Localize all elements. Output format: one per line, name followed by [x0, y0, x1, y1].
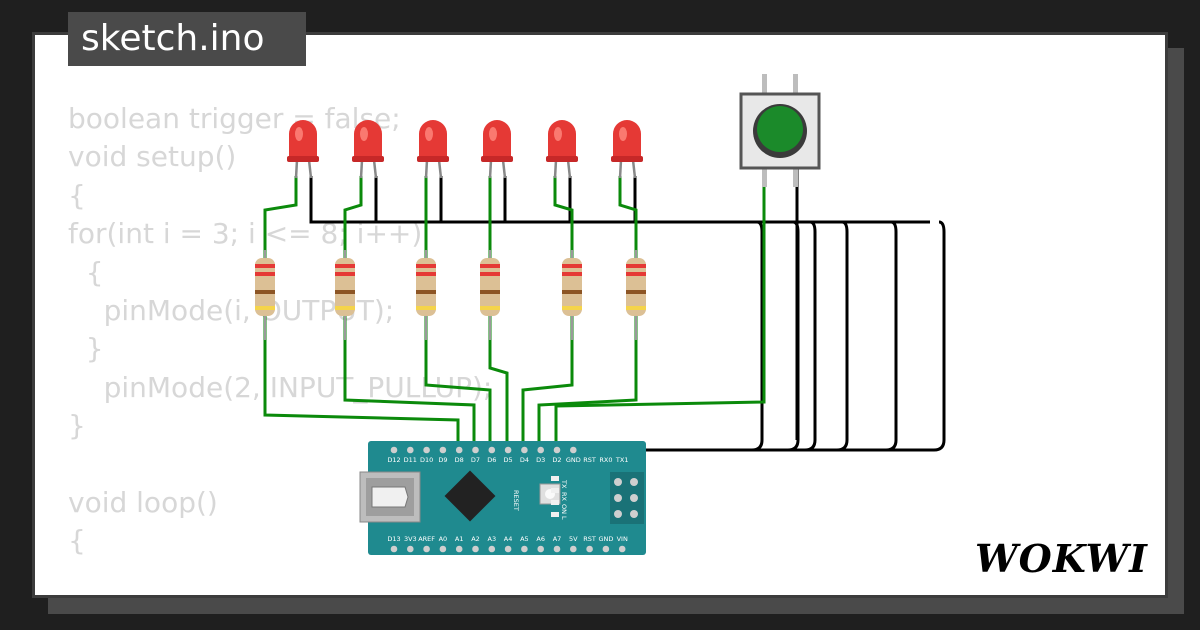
pin-dot[interactable]	[602, 545, 610, 553]
led-icon[interactable]	[287, 120, 319, 179]
pin-label: RX0	[599, 456, 612, 464]
pin-dot[interactable]	[504, 545, 512, 553]
code-line: }	[68, 332, 104, 366]
signal-wires	[263, 168, 766, 446]
pin-dot[interactable]	[553, 545, 561, 553]
pin-label: D2	[552, 456, 561, 464]
pin-label: D12	[387, 456, 400, 464]
led-icon[interactable]	[352, 120, 384, 179]
led-icon[interactable]	[481, 120, 513, 179]
pin-dot[interactable]	[488, 545, 496, 553]
pin-dot[interactable]	[472, 545, 479, 553]
pin-label: 5V	[569, 535, 578, 543]
pin-dot[interactable]	[586, 545, 593, 553]
pin-dot[interactable]	[390, 545, 398, 553]
board-led-label: L	[560, 516, 568, 520]
pin-dot[interactable]	[439, 545, 447, 553]
code-line: pinMode(2, INPUT_PULLUP);	[68, 370, 493, 404]
pin-dot[interactable]	[504, 446, 512, 454]
pin-label: A5	[520, 535, 529, 543]
pin-dot[interactable]	[521, 446, 528, 454]
pin-dot[interactable]	[472, 446, 479, 454]
pin-label: D7	[471, 456, 480, 464]
code-line: void setup()	[68, 140, 237, 174]
pin-label: D3	[536, 456, 545, 464]
pin-dot[interactable]	[455, 446, 463, 454]
sketch-title-tab: sketch.ino	[68, 12, 306, 66]
pin-label: A0	[439, 535, 448, 543]
code-line: {	[68, 178, 86, 212]
pin-label: A3	[488, 535, 497, 543]
pin-dot[interactable]	[439, 446, 447, 454]
pin-dot[interactable]	[407, 446, 414, 454]
pushbutton-icon[interactable]	[739, 74, 821, 187]
pin-label: D9	[438, 456, 447, 464]
board-led-label: ON	[560, 504, 568, 514]
code-line: {	[68, 255, 104, 289]
ground-wires	[309, 168, 946, 452]
pin-dot[interactable]	[570, 545, 577, 553]
pin-dot[interactable]	[407, 545, 414, 553]
board-led-label: RX	[560, 492, 568, 502]
pin-label: D10	[420, 456, 433, 464]
pin-label: D6	[487, 456, 496, 464]
pin-label: D4	[520, 456, 529, 464]
wokwi-logo: WOKWI	[975, 536, 1148, 581]
led-icon[interactable]	[611, 120, 643, 179]
led-icon[interactable]	[546, 120, 578, 179]
pin-label: A7	[553, 535, 562, 543]
resistor-icon[interactable]	[416, 250, 436, 340]
resistor-icon[interactable]	[562, 250, 582, 340]
resistor-icon[interactable]	[335, 250, 355, 340]
board-led-label: TX	[560, 479, 568, 489]
reset-label: RESET	[512, 490, 520, 511]
pin-label: D5	[504, 456, 513, 464]
resistor-icon[interactable]	[255, 250, 275, 340]
pin-dot[interactable]	[618, 545, 626, 553]
code-line: {	[68, 524, 86, 558]
pin-label: TX1	[615, 456, 629, 464]
code-background: boolean trigger = false;void setup(){for…	[68, 100, 492, 561]
pin-label: AREF	[418, 535, 435, 543]
pin-label: A4	[504, 535, 513, 543]
resistor-icon[interactable]	[480, 250, 500, 340]
pin-label: D8	[455, 456, 464, 464]
code-line: }	[68, 409, 86, 443]
pin-dot[interactable]	[570, 446, 577, 454]
pin-dot[interactable]	[423, 446, 430, 454]
pin-label: D13	[387, 535, 400, 543]
resistor-icon[interactable]	[626, 250, 646, 340]
pin-dot[interactable]	[537, 446, 544, 454]
pin-dot[interactable]	[390, 446, 398, 454]
pin-label: A6	[536, 535, 545, 543]
pin-dot[interactable]	[521, 545, 528, 553]
pin-label: RST	[583, 456, 596, 464]
pin-dot[interactable]	[423, 545, 430, 553]
code-line: pinMode(i, OUTPUT);	[68, 293, 395, 327]
pin-label: GND	[566, 456, 581, 464]
pin-label: 3V3	[404, 535, 417, 543]
pin-dot[interactable]	[537, 545, 544, 553]
code-line: void loop()	[68, 485, 218, 519]
led-icon[interactable]	[417, 120, 449, 179]
pin-label: D11	[404, 456, 417, 464]
pin-dot[interactable]	[553, 446, 561, 454]
pin-label: GND	[598, 535, 613, 543]
pin-label: A2	[471, 535, 480, 543]
pin-label: A1	[455, 535, 464, 543]
pin-dot[interactable]	[488, 446, 496, 454]
pin-label: VIN	[617, 535, 628, 543]
code-line: boolean trigger = false;	[68, 102, 401, 135]
pin-label: RST	[583, 535, 596, 543]
pin-dot[interactable]	[455, 545, 463, 553]
